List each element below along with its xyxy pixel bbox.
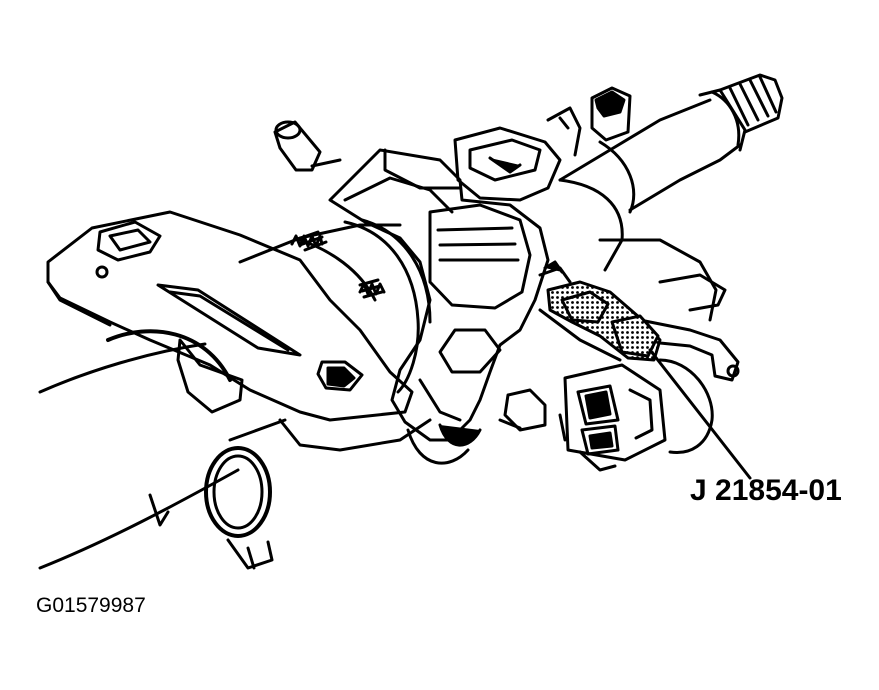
switch-block — [453, 86, 632, 202]
retaining-clip — [176, 338, 287, 570]
lock-housing — [328, 148, 550, 465]
steering-shaft — [558, 73, 784, 272]
puller-tool — [538, 260, 662, 362]
callout-leader-line — [648, 348, 752, 480]
housing-bracket — [46, 210, 432, 452]
ignition-connector — [498, 363, 667, 472]
spring-pair — [290, 234, 386, 296]
tool-callout-label: J 21854-01 — [690, 474, 842, 507]
figure-id-label: G01579987 — [36, 594, 146, 617]
pin-plug — [273, 120, 342, 172]
tilt-lever — [598, 238, 740, 455]
